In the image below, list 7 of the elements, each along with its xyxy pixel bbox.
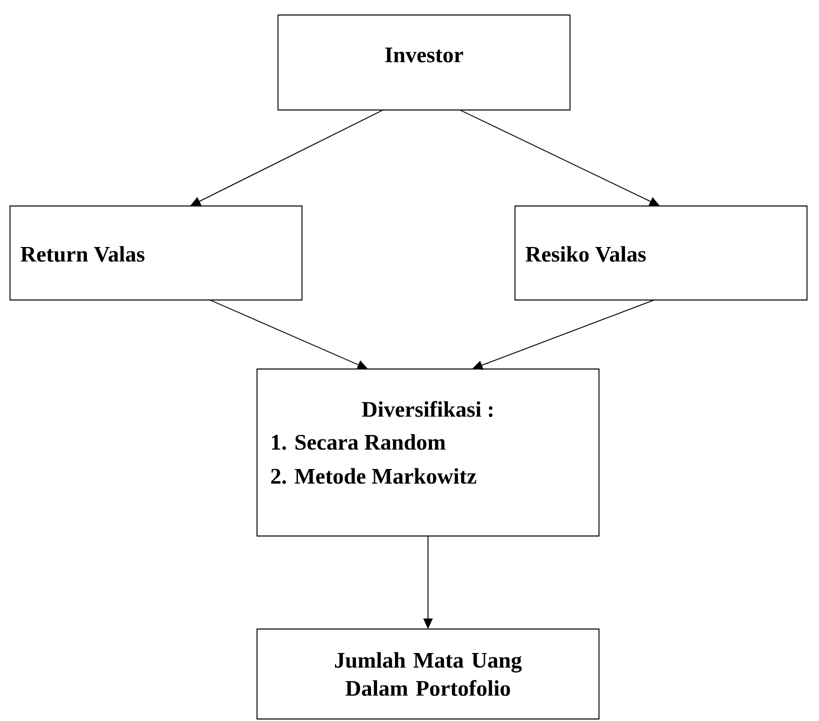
box-label: Return Valas: [20, 246, 144, 262]
box-label: Resiko Valas: [526, 246, 646, 262]
list-item: 1. Secara Random: [272, 434, 446, 450]
box-label: Investor: [385, 48, 464, 62]
list-item: 2. Metode Markowitz: [271, 468, 476, 484]
box-label: Jumlah Mata Uang Dalam Portofolio: [335, 652, 522, 696]
heading: Diversifikasi :: [362, 401, 492, 417]
